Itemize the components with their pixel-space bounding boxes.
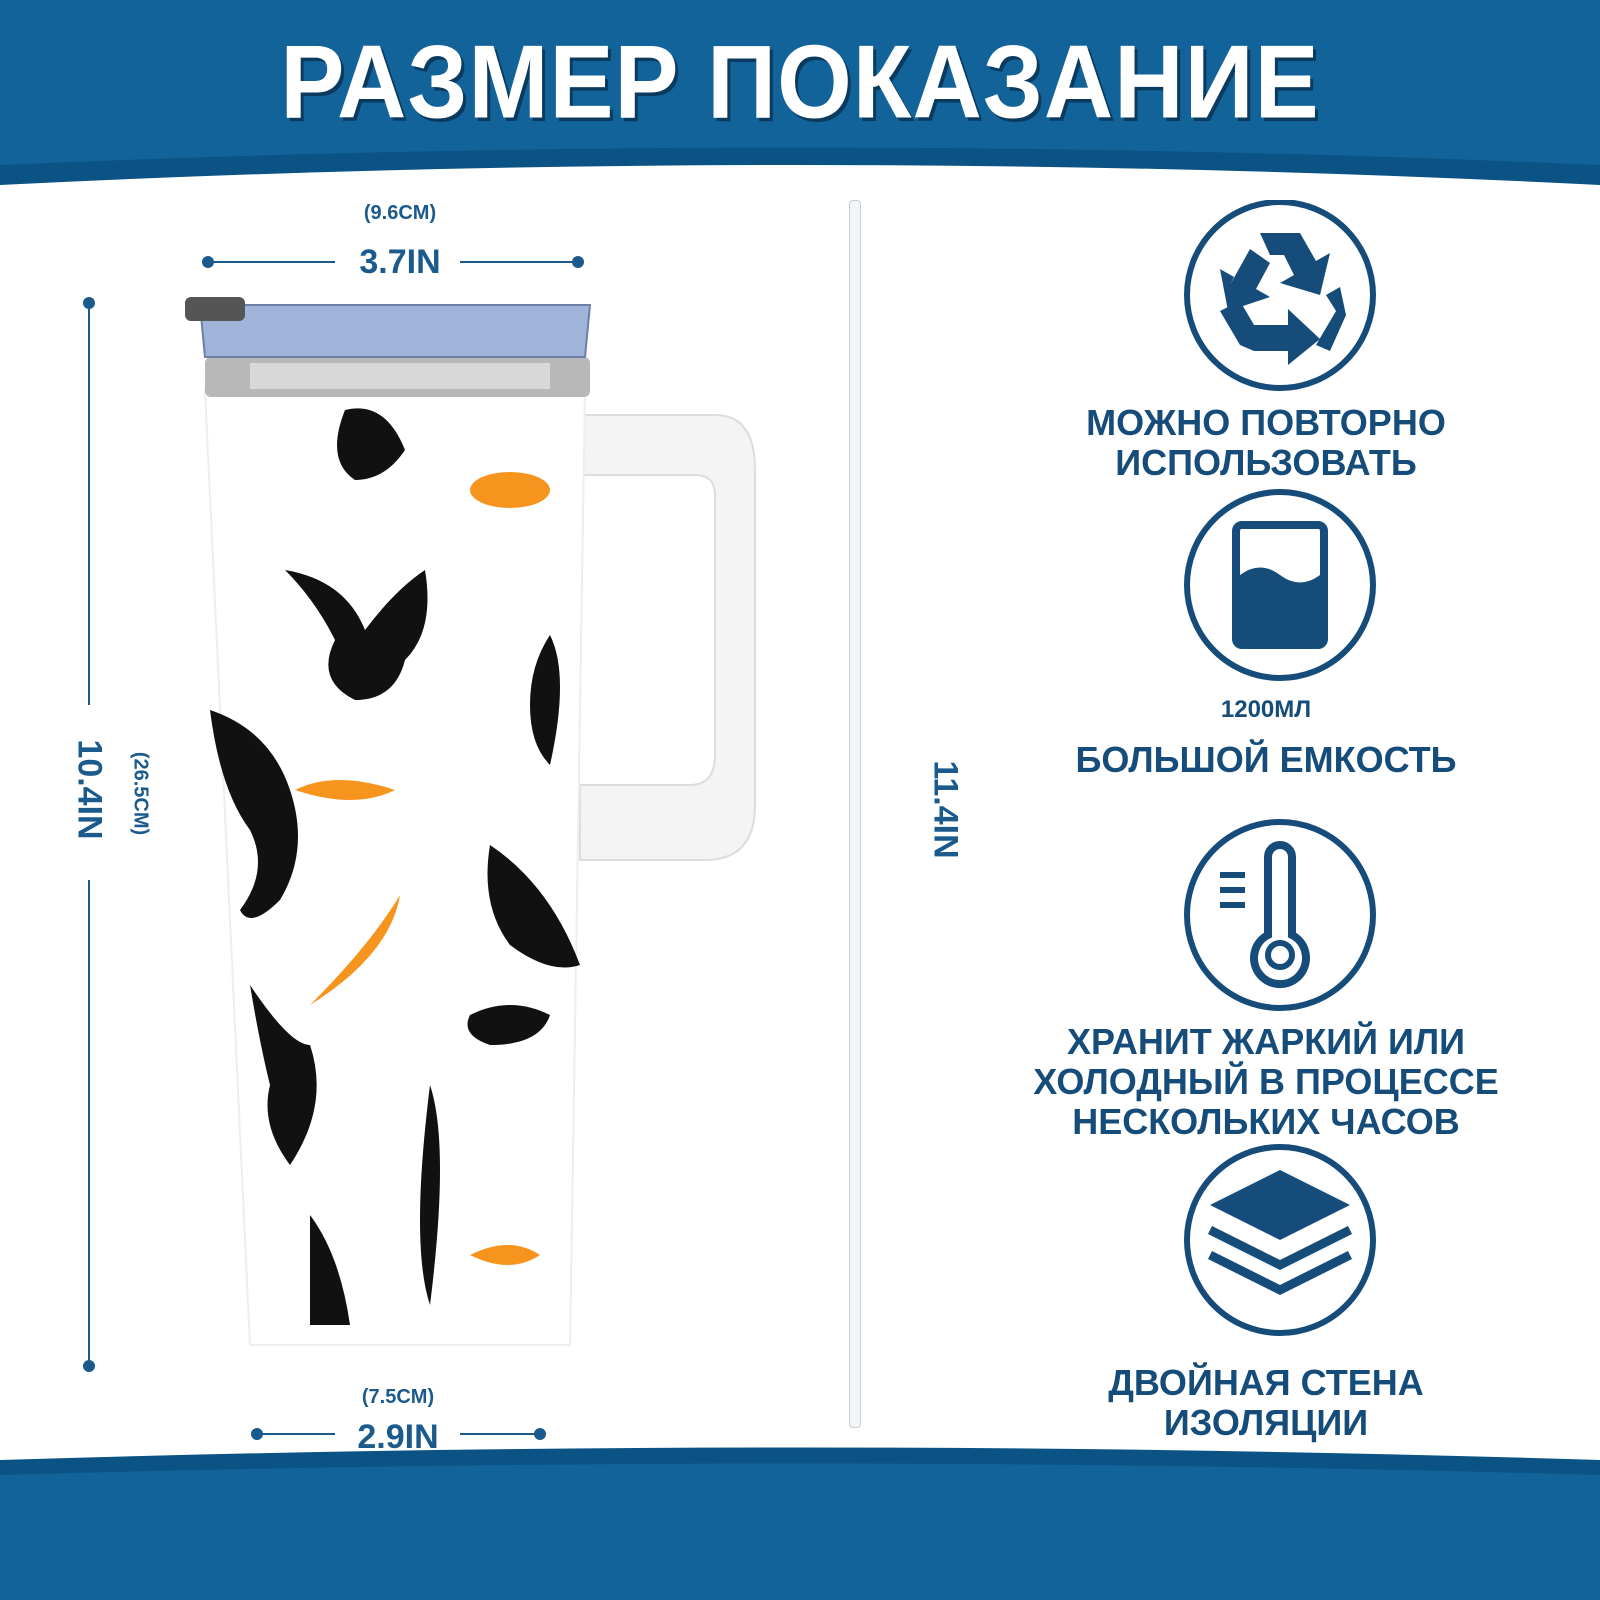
footer-band [0,1447,1600,1600]
height-in: 10.4IN [70,739,109,840]
feature-line: ДВОЙНАЯ СТЕНА [1108,1362,1424,1403]
feature-line: ИСПОЛЬЗОВАТЬ [1115,442,1417,483]
dimension-lines [83,256,584,1440]
feature-line: ХРАНИТ ЖАРКИЙ ИЛИ [1066,1021,1465,1062]
tumbler-illustration [185,297,756,1346]
top-width-cm: (9.6CM) [363,202,437,224]
bottom-width-in: 2.9IN [357,1418,439,1456]
lid [198,304,592,358]
feature-line: МОЖНО ПОВТОРНО [1086,402,1446,443]
bottom-width-cm: (7.5CM) [361,1386,435,1408]
feature-icons [1184,200,1376,1336]
cup-capacity-icon [1184,489,1376,681]
feature-reusable: МОЖНО ПОВТОРНО ИСПОЛЬЗОВАТЬ [986,403,1546,483]
top-width-in: 3.7IN [359,243,441,281]
straw [849,200,861,1428]
recycle-icon [1184,200,1376,391]
thermometer-icon [1184,819,1376,1011]
feature-capacity: БОЛЬШОЙ ЕМКОСТЬ [986,740,1546,780]
header-band [0,0,1600,185]
capacity-value: 1200МЛ [1220,696,1312,723]
handle [579,414,756,861]
feature-line: ХОЛОДНЫЙ В ПРОЦЕССЕ [1033,1061,1499,1102]
feature-line: ИЗОЛЯЦИИ [1163,1402,1369,1443]
straw-length: 11.4IN [926,760,965,859]
page-title: РАЗМЕР ПОКАЗАНИЕ [280,24,1320,141]
dragon-pattern [210,408,580,1325]
feature-insulation-time: ХРАНИТ ЖАРКИЙ ИЛИ ХОЛОДНЫЙ В ПРОЦЕССЕ НЕ… [986,1022,1546,1142]
height-cm: (26.5CM) [129,751,152,836]
feature-line: БОЛЬШОЙ ЕМКОСТЬ [1075,739,1457,780]
feature-double-wall: ДВОЙНАЯ СТЕНА ИЗОЛЯЦИИ [986,1363,1546,1443]
feature-line: НЕСКОЛЬКИХ ЧАСОВ [1072,1101,1460,1142]
layers-icon [1184,1144,1376,1336]
